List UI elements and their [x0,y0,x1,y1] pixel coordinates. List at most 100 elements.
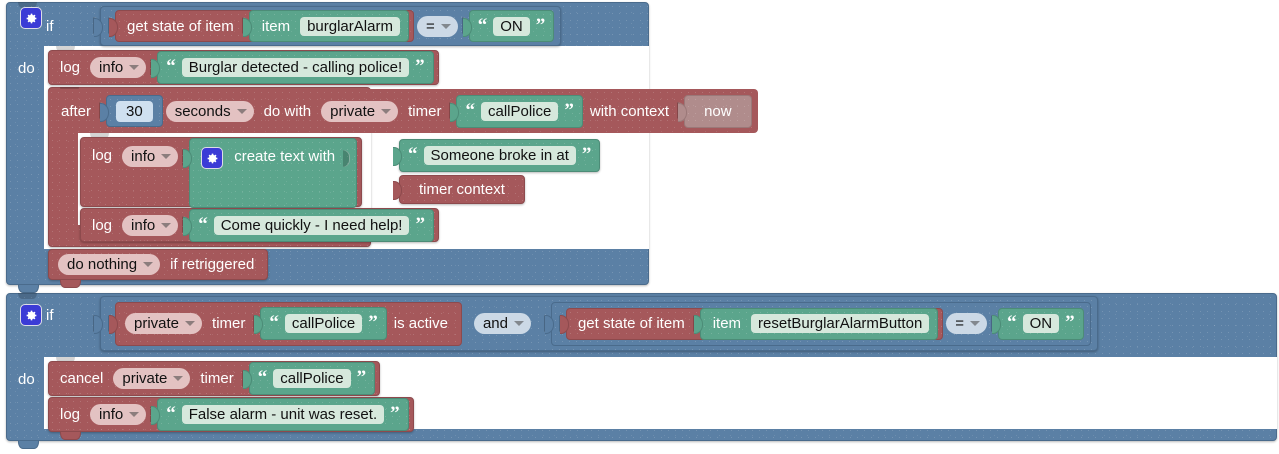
log-level-dropdown[interactable]: info [122,214,179,236]
rule1-bottom-tab [18,285,39,293]
logic-operator-value: and [482,315,508,332]
logic-operator-dropdown[interactable]: and [473,313,531,334]
timer-bottom-tab [60,280,81,288]
comparison-block-reset[interactable]: get state of item item resetBurglarAlarm… [544,301,1091,346]
quote-close: ” [564,99,574,121]
cancel-timer-statement[interactable]: cancel private timer “ callPolice ” [48,361,381,396]
timer-name-field[interactable]: callPolice [480,101,559,121]
retrigger-footer[interactable]: do nothing if retriggered [48,249,269,280]
rule2-stack-bottom-tab [60,432,81,440]
item-name-field[interactable]: burglarAlarm [300,16,400,36]
number-block-duration[interactable]: 30 [100,95,163,127]
get-state-of-item-block[interactable]: get state of item item resetBurglarAlarm… [559,307,944,340]
log-statement-false-alarm[interactable]: log info “ False alarm - unit was reset.… [48,397,414,432]
string-value-field[interactable]: Burglar detected - calling police! [181,58,410,77]
string-value-field[interactable]: ON [493,16,530,36]
timer-header[interactable]: after 30 seconds do with private timer “… [48,89,758,133]
timer-header-row: after 30 seconds do with private timer “… [48,89,758,133]
notch [242,370,252,389]
do-with-label: do with [263,102,312,120]
quote-open: “ [166,56,176,77]
quote-open: “ [198,213,208,235]
chevron-down-icon [513,321,524,326]
string-block-on-burglar[interactable]: “ ON ” [462,10,555,42]
string-block-on-reset[interactable]: “ ON ” [992,307,1084,340]
string-block-timer-name[interactable]: “ callPolice ” [254,307,387,340]
notch [183,148,193,168]
context-value-label: now [704,102,732,120]
log-statement-burglar-detected[interactable]: log info “ Burglar detected - calling po… [48,50,439,85]
time-unit-dropdown[interactable]: seconds [165,100,254,122]
string-block-someone-broke-in[interactable]: “ Someone broke in at ” [393,139,601,172]
chevron-down-icon [173,376,184,381]
cancel-timer-block[interactable]: cancel private timer “ callPolice ” [48,361,381,396]
timer-context-label: timer context [419,181,505,198]
log-block[interactable]: log info “ False alarm - unit was reset.… [48,397,414,432]
retrigger-suffix-label: if retriggered [170,256,255,273]
string-value-field[interactable]: ON [1022,314,1060,333]
string-value-field[interactable]: Someone broke in at [423,146,576,165]
timer-label: timer [200,370,234,387]
string-block-burglar-message[interactable]: “ Burglar detected - calling police! ” [151,51,434,84]
comparison-block-burglar[interactable]: get state of item item burglarAlarm = “ … [94,6,562,46]
log-label: log [92,216,113,234]
log-label: log [60,59,81,76]
log-statement-create-text[interactable]: log info create text with [80,137,363,208]
log-label: log [92,147,113,164]
item-name-field[interactable]: resetBurglarAlarmButton [751,314,930,333]
context-block-now[interactable]: now [678,94,752,128]
chevron-down-icon [381,108,392,114]
log-block[interactable]: log info “ Come quickly - I need help! ” [80,208,439,242]
operator-dropdown-burglar[interactable]: = [416,15,458,37]
item-block-reset-button[interactable]: item resetBurglarAlarmButton [693,307,939,340]
string-block-false-alarm[interactable]: “ False alarm - unit was reset. ” [151,398,409,431]
log-level-value: info [131,148,156,165]
duration-field[interactable]: 30 [116,100,153,122]
chevron-down-icon [143,262,154,267]
string-value-field[interactable]: Come quickly - I need help! [213,215,410,235]
get-state-of-item-block[interactable]: get state of item item burglarAlarm [109,10,414,42]
item-block-burglar-alarm[interactable]: item burglarAlarm [242,10,409,42]
string-block-timer-name[interactable]: “ callPolice ” [242,362,376,395]
timer-name-field[interactable]: callPolice [273,369,351,388]
timer-scope-dropdown[interactable]: private [113,368,191,389]
log-level-dropdown[interactable]: info [90,57,147,78]
operator-dropdown-reset[interactable]: = [946,313,988,334]
string-block-come-quickly[interactable]: “ Come quickly - I need help! ” [183,208,434,242]
rule1-body-dent [56,46,75,52]
logic-and-block[interactable]: private timer “ callPolice ” is active a… [94,296,1098,351]
create-text-with-block[interactable]: create text with [183,138,358,208]
quote-close: ” [390,403,400,424]
log-block[interactable]: log info create text with [80,137,363,208]
timer-scope-dropdown[interactable]: private [321,100,399,122]
rule2-do-keyword: do [18,371,35,388]
gear-icon[interactable] [20,7,42,29]
log-block[interactable]: log info “ Burglar detected - calling po… [48,50,439,85]
timer-context-block[interactable]: timer context [393,175,525,204]
string-block-timer-name[interactable]: “ callPolice ” [450,94,583,128]
quote-open: “ [465,99,475,121]
rule1-top-dent [18,2,37,8]
timer-scope-dropdown[interactable]: private [125,313,203,334]
timer-is-active-block[interactable]: private timer “ callPolice ” is active [109,301,462,346]
chevron-down-icon [970,321,981,326]
notch [678,102,688,122]
retrigger-action-dropdown[interactable]: do nothing [58,254,161,275]
notch [393,181,402,200]
gear-icon[interactable] [20,304,42,326]
log-level-dropdown[interactable]: info [122,146,179,167]
rule2-body-dent [56,357,75,363]
string-value-field[interactable]: False alarm - unit was reset. [181,405,385,424]
notch [462,17,472,37]
notch [100,102,110,122]
log-level-dropdown[interactable]: info [90,404,147,425]
notch [183,216,193,236]
log-statement-come-quickly[interactable]: log info “ Come quickly - I need help! ” [80,208,439,242]
quote-open: “ [269,312,279,333]
log-level-value: info [99,59,124,76]
gear-icon[interactable] [201,147,224,169]
timer-name-field[interactable]: callPolice [284,314,363,333]
notch [393,147,402,166]
log-label: log [60,406,81,423]
notch [109,315,118,334]
